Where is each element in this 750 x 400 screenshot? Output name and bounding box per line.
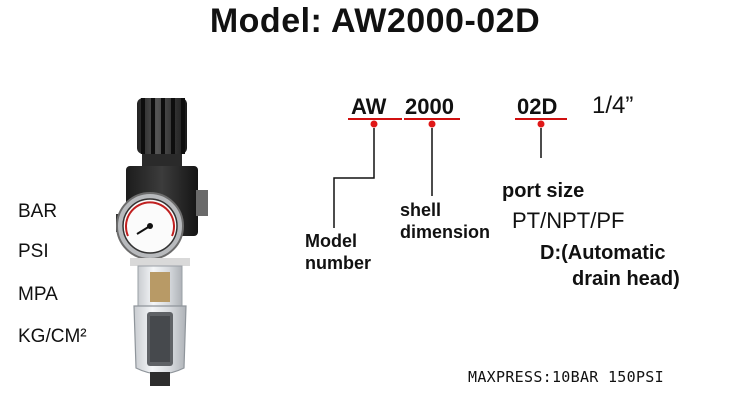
code-shell: 2000 <box>405 94 454 119</box>
unit-kgcm2: KG/CM² <box>18 326 87 347</box>
filter-bowl-icon <box>133 305 187 386</box>
unit-bar: BAR <box>18 201 58 222</box>
callout-drain: D:(Automatic drain head) <box>540 240 680 292</box>
callout-model-number: Model number <box>305 230 371 274</box>
code-size: 1/4” <box>592 92 634 119</box>
filter-stem-icon <box>130 258 190 307</box>
callout-model-line2: number <box>305 253 372 273</box>
code-series: AW <box>351 94 387 119</box>
callout-drain-line2: drain head) <box>572 268 680 290</box>
callout-model-line1: Model <box>305 231 357 251</box>
pressure-gauge-icon <box>116 192 184 260</box>
code-port: 02D <box>517 94 558 119</box>
unit-mpa: MPA <box>18 284 58 305</box>
page-title: Model: AW2000-02D <box>209 2 541 40</box>
knob-icon <box>137 98 187 166</box>
unit-psi: PSI <box>18 241 49 262</box>
callout-lines <box>333 118 567 228</box>
max-pressure-label: MAXPRESS:10BAR 150PSI <box>468 368 664 386</box>
callout-drain-line1: D:(Automatic <box>540 242 666 264</box>
callout-shell-line1: shell <box>400 200 442 220</box>
callout-shell-dimension: shell dimension <box>400 199 490 243</box>
callout-port-threads: PT/NPT/PF <box>512 208 625 233</box>
callout-shell-line2: dimension <box>400 222 491 242</box>
callout-port-size: port size <box>502 180 585 202</box>
